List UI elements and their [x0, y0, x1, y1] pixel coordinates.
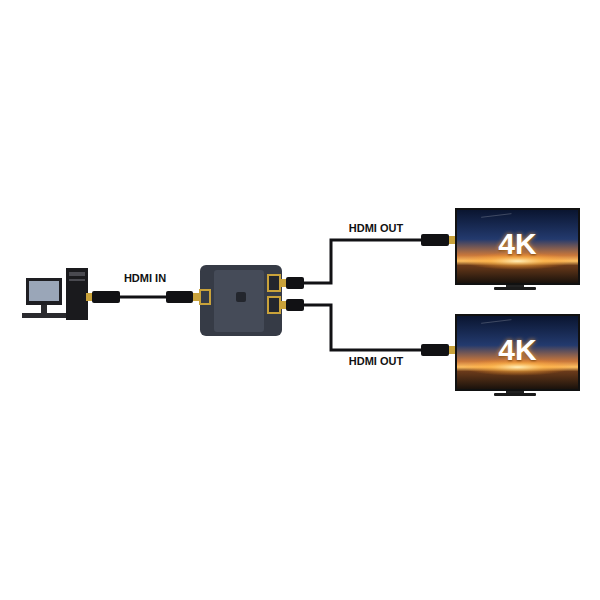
plug-body — [286, 277, 304, 289]
cable — [304, 240, 421, 283]
output-port — [268, 297, 280, 313]
plug-tip — [86, 293, 92, 301]
resolution-text: 4K — [498, 335, 536, 365]
cable — [120, 296, 166, 299]
port-label: HDMI OUT — [347, 355, 405, 368]
plug-body — [421, 344, 449, 356]
plug-body — [286, 299, 304, 311]
plug-body — [421, 234, 449, 246]
hdmi-out-cable — [280, 234, 456, 289]
computer — [22, 268, 88, 320]
light-streak — [481, 320, 511, 324]
monitor-screen — [29, 281, 59, 301]
stand-base — [494, 287, 536, 290]
cable — [304, 305, 421, 350]
sky — [457, 316, 578, 389]
tower — [66, 268, 88, 320]
port-label: HDMI IN — [122, 272, 168, 285]
drive-bay — [69, 272, 85, 276]
plug-body — [166, 291, 193, 303]
hdmi-in-cable — [86, 291, 201, 303]
drive-bay — [69, 279, 85, 281]
splitter-face — [214, 270, 264, 332]
splitter-housing — [200, 265, 282, 336]
output-port — [268, 275, 280, 291]
hdmi-splitter — [200, 265, 282, 336]
port-label: HDMI OUT — [347, 222, 405, 235]
hdmi-out-cable — [280, 299, 456, 356]
keyboard — [22, 313, 68, 318]
plug-body — [92, 291, 120, 303]
tv-screen: 4K — [455, 208, 580, 285]
sky — [457, 210, 578, 283]
plug-tip — [280, 301, 286, 309]
monitor-stand — [41, 305, 47, 313]
plug-tip — [280, 279, 286, 287]
resolution-text: 4K — [498, 229, 536, 259]
button — [236, 292, 246, 302]
tv-screen: 4K — [455, 314, 580, 391]
monitor — [26, 278, 62, 305]
light-streak — [481, 214, 511, 218]
input-port — [200, 290, 210, 304]
stand-base — [494, 393, 536, 396]
